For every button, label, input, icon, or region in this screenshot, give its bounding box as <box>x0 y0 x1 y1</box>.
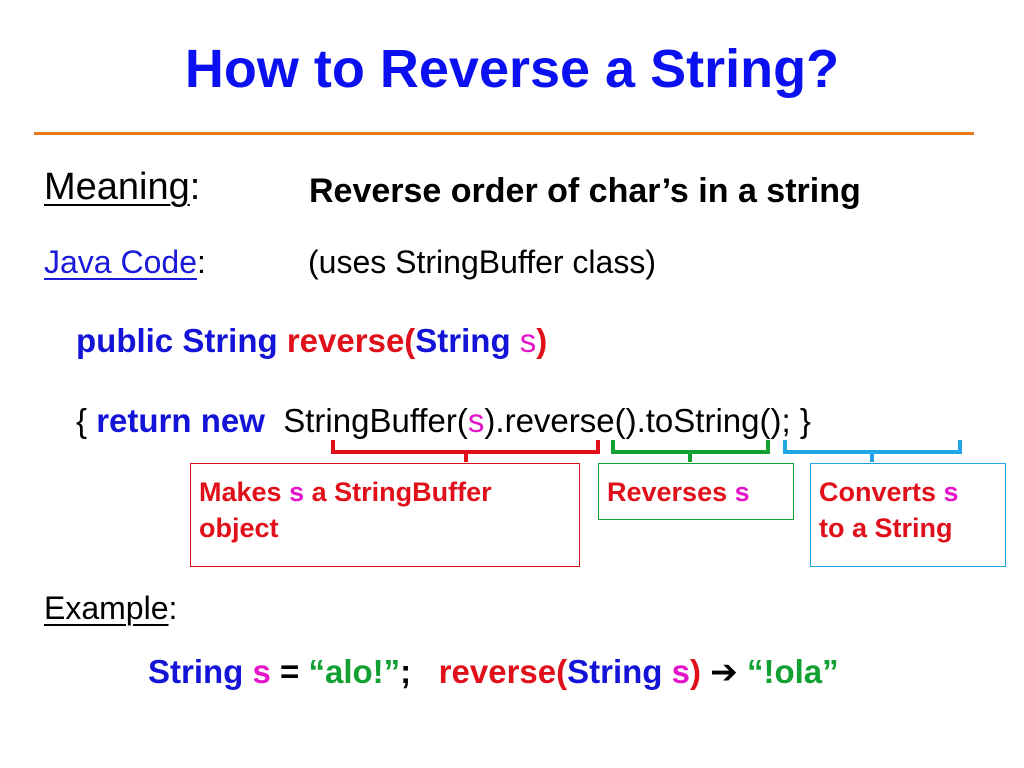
java-code-row: Java Code: <box>44 244 206 281</box>
signature-param-type: String <box>415 322 511 359</box>
reverse-bracket <box>611 440 770 462</box>
stringbuffer-annotation: Makes s a StringBuffer object <box>190 463 580 567</box>
converts-annotation-text: Converts <box>819 477 937 507</box>
method-body: { return new StringBuffer(s).reverse().t… <box>76 402 811 440</box>
converts-annotation-var: s <box>943 477 959 507</box>
meaning-row: Meaning: <box>44 166 200 209</box>
stringbuffer-annotation-line2: object <box>199 513 279 543</box>
meaning-label: Meaning <box>44 166 190 208</box>
stringbuffer-annotation-prefix: Makes <box>199 477 282 507</box>
example-colon: : <box>168 590 178 626</box>
method-signature: public String reverse(String s) <box>76 322 547 360</box>
example-value: “alo!” <box>308 653 401 690</box>
example-row: Example: <box>44 590 177 627</box>
body-reverse-call: .reverse() <box>495 402 637 439</box>
example-decl-var: s <box>252 653 271 690</box>
body-stringbuffer-arg: s <box>467 402 485 439</box>
example-call-name: reverse( <box>438 653 568 690</box>
reverses-annotation-var: s <box>734 477 750 507</box>
java-code-link[interactable]: Java Code <box>44 244 197 280</box>
example-call-type: String <box>567 653 663 690</box>
reverses-annotation: Reverses s <box>598 463 794 520</box>
example-equals: = <box>280 653 300 690</box>
slide-title: How to Reverse a String? <box>184 39 840 99</box>
title-divider <box>34 132 974 135</box>
signature-param-var: s <box>519 322 537 359</box>
converts-annotation-line2: to a String <box>819 513 953 543</box>
stringbuffer-annotation-rest: a StringBuffer <box>311 477 492 507</box>
example-call-var: s <box>671 653 690 690</box>
java-code-description: (uses StringBuffer class) <box>308 244 656 280</box>
stringbuffer-annotation-var: s <box>289 477 305 507</box>
stringbuffer-bracket <box>331 440 600 462</box>
example-result: “!ola” <box>746 653 839 690</box>
java-code-colon: : <box>196 244 206 280</box>
example-decl-type: String <box>148 653 244 690</box>
converts-annotation: Converts s to a String <box>810 463 1006 567</box>
body-open-brace: { <box>76 402 88 439</box>
body-close-brace: } <box>799 402 811 439</box>
example-label: Example <box>44 590 169 626</box>
body-tostring-call: .toString(); <box>636 402 791 439</box>
signature-modifiers: public String <box>76 322 278 359</box>
example-call-close: ) <box>689 653 701 690</box>
example-code: String s = “alo!”; reverse(String s) ➔ “… <box>148 652 839 691</box>
body-stringbuffer-open: StringBuffer( <box>283 402 468 439</box>
body-stringbuffer-close: ) <box>484 402 496 439</box>
signature-close-paren: ) <box>536 322 548 359</box>
meaning-colon: : <box>189 166 201 208</box>
tostring-bracket <box>783 440 962 462</box>
body-keywords: return new <box>96 402 265 439</box>
signature-method-name: reverse( <box>286 322 416 359</box>
reverses-annotation-text: Reverses <box>607 477 728 507</box>
meaning-description: Reverse order of char’s in a string <box>309 172 861 210</box>
arrow-icon: ➔ <box>710 653 738 690</box>
example-semicolon: ; <box>400 653 412 690</box>
